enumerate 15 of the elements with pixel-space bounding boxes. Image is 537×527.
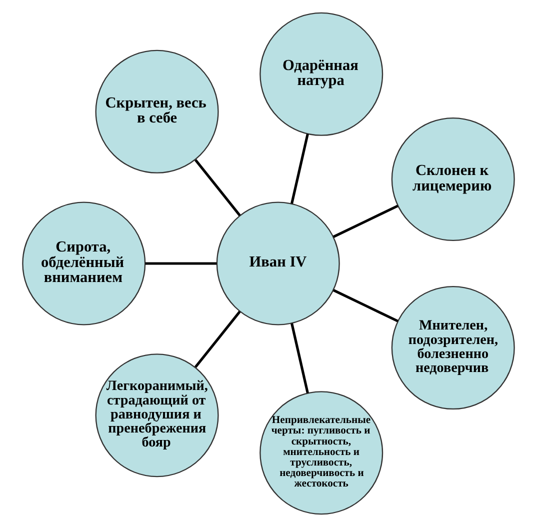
node-circle: Одарённая натура [260,12,384,136]
node-circle: Склонен к лицемерию [391,117,515,241]
connector [194,310,241,368]
node-circle: Легкоранимый, страдающий от равнодушия и пренебрежения бояр [95,354,219,478]
connector [290,134,309,204]
node-circle: Иван IV [216,202,340,326]
node-circle: Скрытен, весь в себе [95,50,219,174]
connector [145,262,217,265]
node-circle: Непривлекательные черты: пугливость и скрытность, мнительность и трусливость, недоверчивость и жестокость [260,391,384,515]
connector [194,159,241,216]
node-circle: Сирота, обделённый вниманием [22,202,146,326]
connector [332,204,398,238]
node-circle: Мнителен, подозрителен, болезненно недоверчив [391,286,515,410]
connector [290,323,309,394]
connector [332,289,398,322]
